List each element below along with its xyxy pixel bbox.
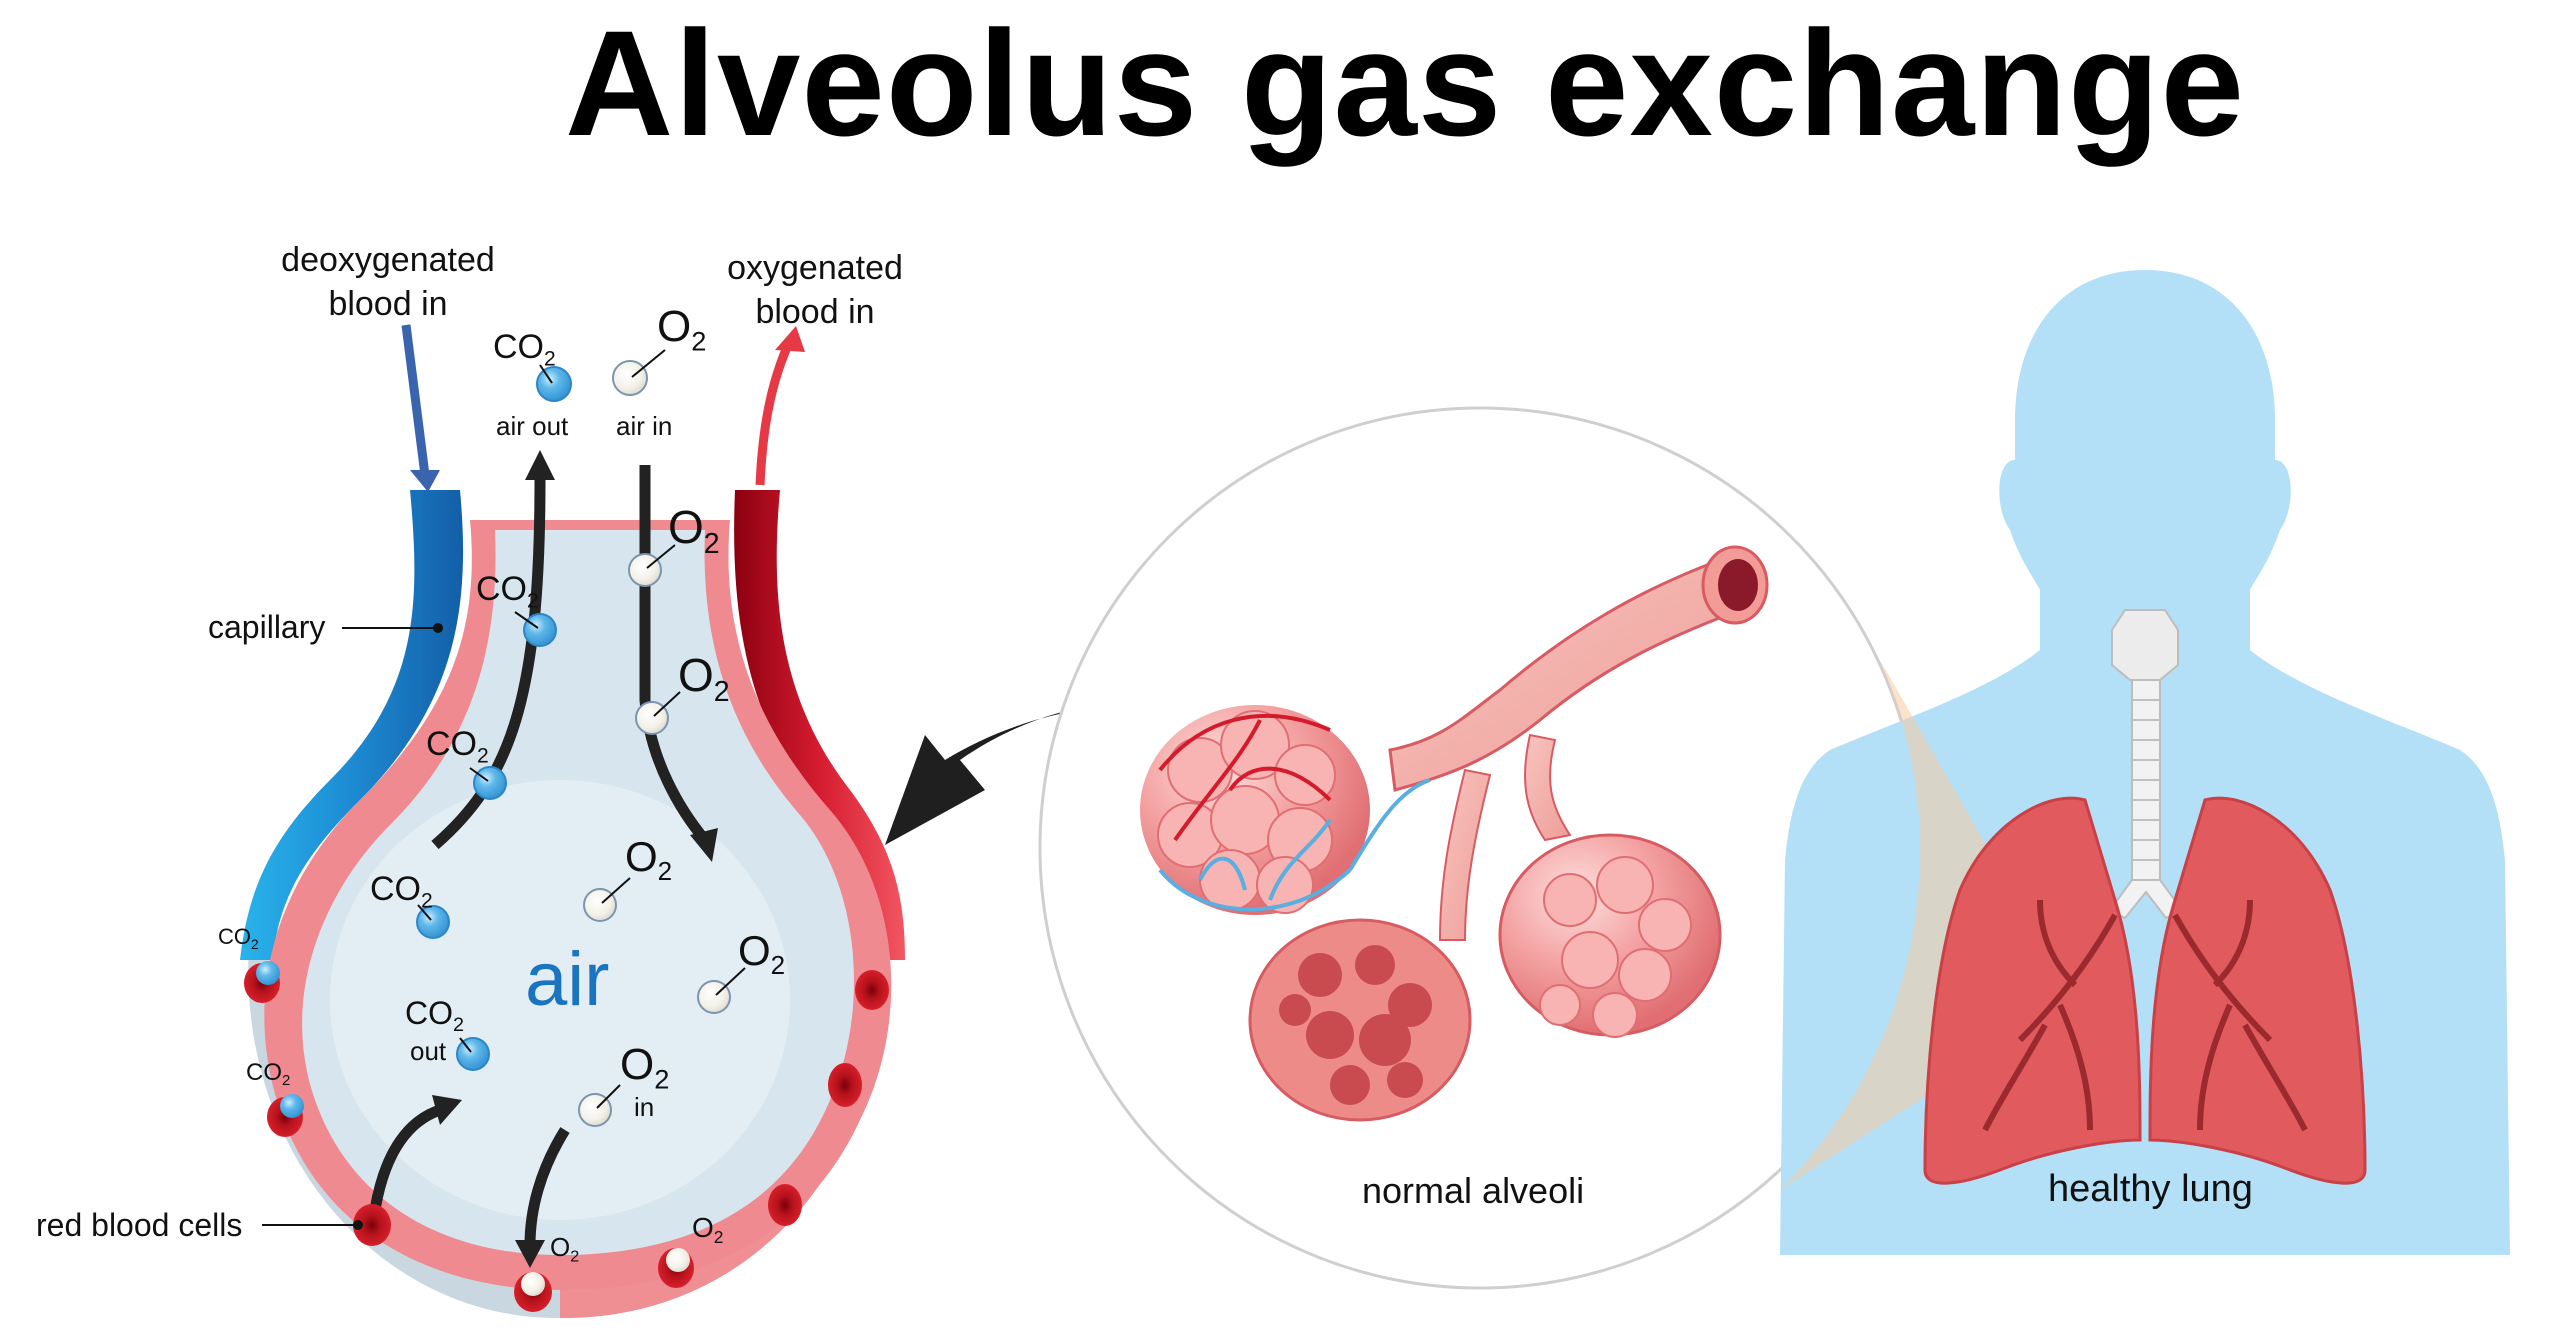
alveolus-cross-section [240,490,905,1319]
label-normal-alveoli: normal alveoli [1362,1170,1585,1211]
red-blood-cell [855,970,889,1010]
co2-release-arrow [369,1104,442,1211]
red-blood-cell [768,1184,802,1226]
red-blood-cell [353,1204,391,1246]
label-o2-air-in: O2 [657,302,707,357]
label-air-in: air in [616,411,673,441]
label-o2-rbc: O2 [692,1212,724,1248]
molecule-co2-air-out [536,364,572,402]
diagram-title: Alveolus gas exchange [564,0,2245,167]
red-blood-cell-o2 [658,1248,694,1288]
molecule-o2 [697,967,746,1014]
label-oxygenated-blood-in: oxygenated blood in [727,249,903,331]
red-blood-cell-o2 [514,1272,552,1312]
molecule-o2 [628,544,676,587]
label-out: out [410,1036,447,1066]
label-o2-rbc: O2 [550,1232,580,1266]
label-air-out: air out [496,411,569,441]
red-blood-cell-co2 [244,961,280,1003]
molecule-co2-out [456,1037,490,1071]
label-co2-rbc: CO2 [218,924,259,952]
capillary-oxygenated [734,490,905,960]
lungs-illustration [1923,609,2367,1185]
molecule-co2 [514,611,557,647]
label-co2-out: CO2 [405,995,465,1036]
air-out-arrowhead-icon [525,450,555,480]
deoxygenated-arrowhead-icon [410,470,440,492]
label-co2: CO2 [426,725,489,768]
label-o2: O2 [678,649,730,708]
deoxygenated-blood-arrow [401,324,430,476]
label-co2: CO2 [476,570,539,613]
label-co2: CO2 [370,870,433,913]
capillary-deoxygenated [240,490,464,960]
label-co2-rbc: CO2 [246,1059,291,1090]
magnifier-cone [1780,660,2075,1190]
o2-uptake-arrowhead-icon [515,1240,545,1268]
o2-uptake-arrow [524,1127,570,1246]
label-in: in [634,1092,655,1122]
air-in-arrowhead-icon [690,828,718,862]
molecule-o2-in [578,1084,621,1127]
label-o2: O2 [668,501,720,560]
molecule-co2 [469,766,507,800]
zoom-pointer-arrow [885,702,1262,845]
co2-release-arrowhead-icon [432,1095,462,1125]
label-co2-air-out: CO2 [493,328,556,371]
co2-exit-path-arrow [431,479,546,850]
red-blood-cell [828,1063,862,1107]
label-deoxygenated-blood-in: deoxygenated blood in [281,241,495,323]
label-air: air [525,937,610,1022]
label-o2: O2 [625,833,673,887]
oxygenated-arrowhead-icon [775,326,805,352]
oxygenated-blood-arrow [755,343,793,486]
molecule-o2 [635,691,681,735]
label-capillary: capillary [208,609,326,645]
label-red-blood-cells: red blood cells [36,1207,243,1243]
red-blood-cell-co2 [267,1094,304,1137]
bronchiole-illustration [1140,545,1769,1122]
molecule-o2-air-in [612,349,666,396]
molecule-o2 [583,877,631,922]
molecule-co2 [416,904,450,939]
label-o2-in: O2 [620,1040,670,1095]
label-o2: O2 [738,927,786,981]
label-healthy-lung: healthy lung [2048,1168,2253,1210]
